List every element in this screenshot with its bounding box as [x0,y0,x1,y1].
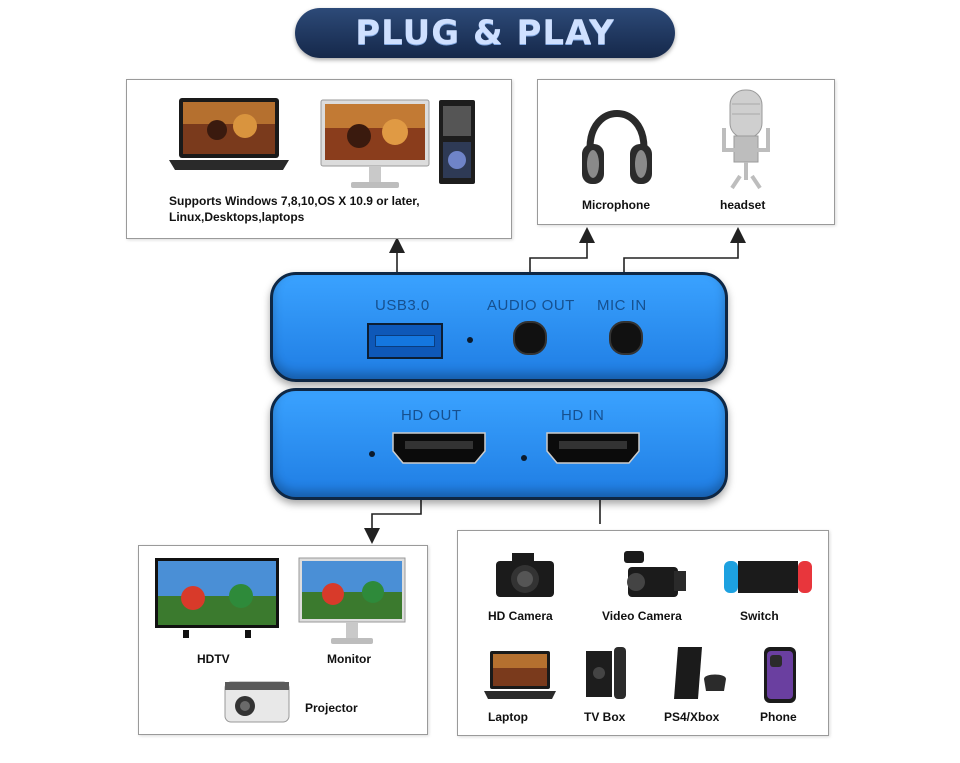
pc-tower-icon [439,100,475,184]
mic-in-to-mic-arrow [623,227,746,272]
video-camera-icon [624,551,686,597]
projector-icon [224,681,290,723]
hdtv-icon [155,558,279,638]
usb-port-label: USB3.0 [375,297,430,314]
hd-out-to-display-arrow [364,500,422,544]
projector-label: Projector [305,701,358,715]
audio-out-to-headphones-arrow [529,227,595,272]
display-output-box: HDTV Monitor Projector [138,545,428,735]
hd-in-port-label: HD IN [561,407,605,424]
audio-out-jack [513,321,547,355]
laptop-source-icon [484,651,556,699]
led-dot-left [369,451,375,457]
led-dot-right [521,455,527,461]
hdmi-in-port [546,432,640,464]
microphone-icon [722,89,770,190]
monitor-display-icon [298,557,406,644]
monitor-icon [320,99,430,188]
usb-port [367,323,443,359]
game-console-icon [674,647,726,699]
source-label-laptop: Laptop [488,710,528,724]
phone-icon [764,647,796,703]
headset-label: headset [720,198,766,212]
compatibility-text-line1: Supports Windows 7,8,10,OS X 10.9 or lat… [169,194,420,208]
source-label-tv-box: TV Box [584,710,626,724]
computer-box: Supports Windows 7,8,10,OS X 10.9 or lat… [126,79,512,239]
microphone-label: Microphone [582,198,650,212]
tv-box-icon [586,647,626,699]
source-label-switch: Switch [740,609,779,623]
capture-device-top: USB3.0 AUDIO OUT MIC IN [270,272,728,382]
switch-console-icon [724,561,812,593]
led-dot [467,337,473,343]
hd-out-port-label: HD OUT [401,407,462,424]
hdmi-out-port [392,432,486,464]
plug-and-play-banner: PLUG & PLAY [295,8,675,58]
input-sources-box: HD Camera Video Camera Switch Laptop TV … [457,530,829,736]
source-label-hd-camera: HD Camera [488,609,553,623]
audio-out-port-label: AUDIO OUT [487,297,575,314]
laptop-icon [169,98,289,170]
mic-in-port-label: MIC IN [597,297,647,314]
monitor-label: Monitor [327,652,371,666]
hd-camera-icon [496,553,554,597]
banner-title: PLUG & PLAY [355,13,615,53]
capture-device-bottom: HD OUT HD IN [270,388,728,500]
compatibility-text-line2: Linux,Desktops,laptops [169,210,305,224]
audio-box: Microphone headset [537,79,835,225]
hdtv-label: HDTV [197,652,230,666]
source-label-phone: Phone [760,710,797,724]
source-label-video-camera: Video Camera [602,609,682,623]
source-label-ps4-xbox: PS4/Xbox [664,710,720,724]
headphones-icon [582,110,652,184]
mic-in-jack [609,321,643,355]
